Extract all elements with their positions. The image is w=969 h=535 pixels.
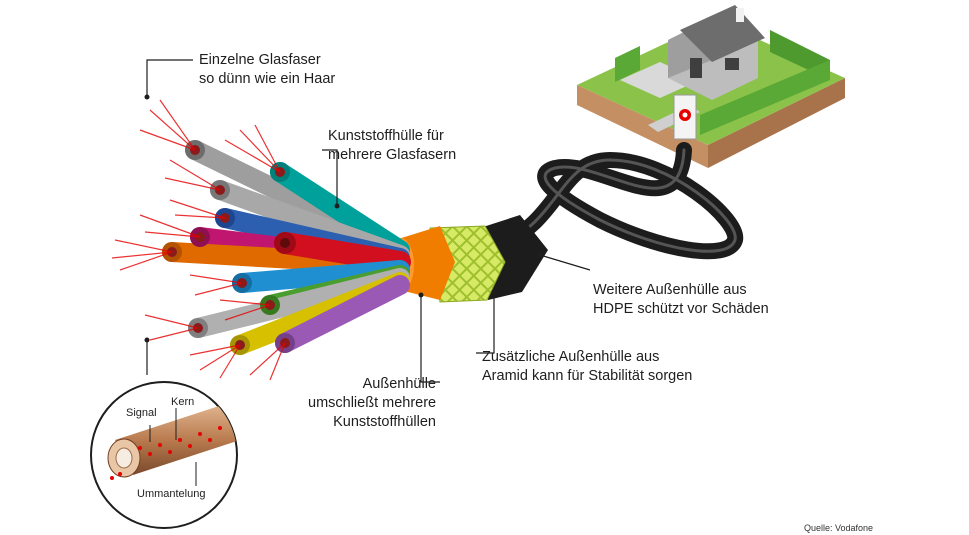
inset-label-kern: Kern — [171, 396, 195, 408]
label-line: Aramid kann für Stabilität sorgen — [482, 368, 693, 384]
label-line: Weitere Außenhülle aus — [593, 282, 747, 298]
label-einzelne-glasfaser: Einzelne Glasfaser so dünn wie ein Haar — [199, 51, 335, 89]
label-line: Zusätzliche Außenhülle aus — [482, 349, 660, 365]
label-hdpe: Weitere Außenhülle aus HDPE schützt vor … — [593, 281, 769, 319]
junction-box-icon — [673, 94, 697, 140]
label-line: Außenhülle — [362, 376, 436, 392]
label-line: Einzelne Glasfaser — [199, 52, 321, 68]
label-kunststoffhuelle: Kunststoffhülle für mehrere Glasfasern — [328, 127, 456, 165]
label-line: so dünn wie ein Haar — [199, 71, 336, 87]
label-aramid: Zusätzliche Außenhülle aus Aramid kann f… — [482, 348, 692, 386]
label-line: HDPE schützt vor Schäden — [593, 301, 769, 317]
inset-label-signal: Signal — [126, 407, 157, 419]
inset-label-ummantelung: Ummantelung — [137, 488, 206, 500]
label-line: umschließt mehrere — [308, 395, 437, 411]
label-line: mehrere Glasfasern — [328, 147, 457, 163]
label-line: Kunststoffhülle für — [328, 128, 444, 144]
fiber-detail-inset — [90, 381, 238, 529]
house-icon — [577, 5, 845, 168]
label-aussenhuelle: Außenhülle umschließt mehrere Kunststoff… — [308, 375, 436, 432]
source-credit: Quelle: Vodafone — [803, 523, 873, 533]
label-line: Kunststoffhüllen — [333, 414, 436, 430]
